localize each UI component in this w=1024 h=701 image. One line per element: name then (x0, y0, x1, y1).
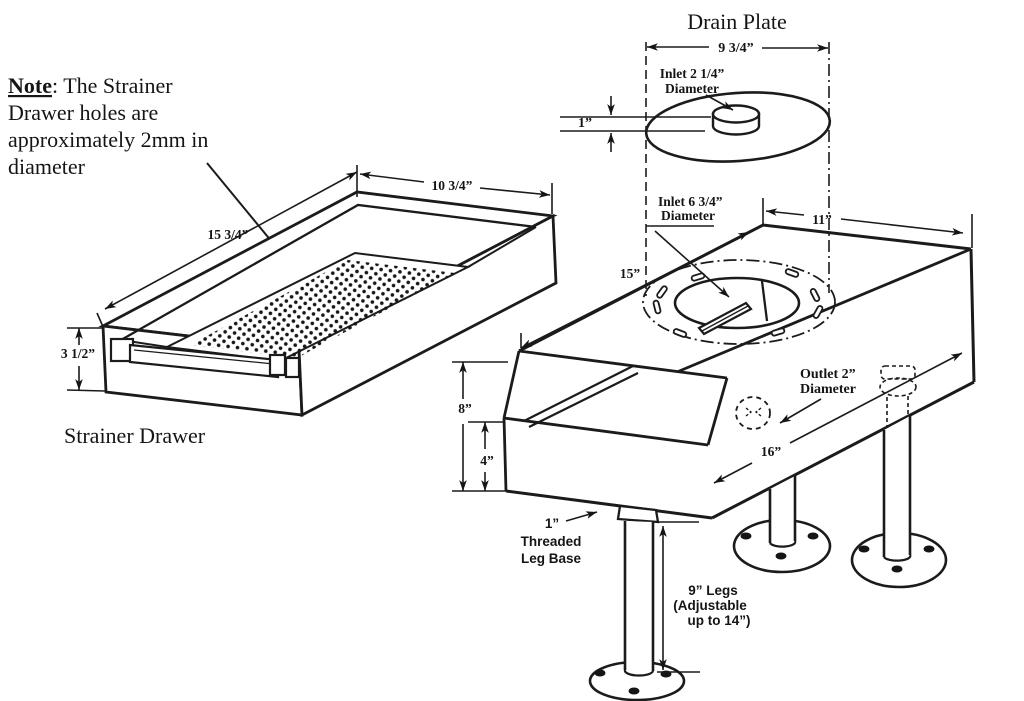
leg-base-callout: 1” Threaded Leg Base (521, 511, 598, 566)
dim-drawer-width: 10 3/4” (359, 171, 553, 214)
strainer-drawer-drawing: 15 3/4” 10 3/4” 3 1/2” Strainer Drawer (61, 165, 558, 448)
note-line-3: approximately 2mm in (8, 127, 208, 152)
legs-label-1: 9” Legs (688, 583, 738, 598)
chute-line-1 (523, 365, 634, 422)
leg-front-left (588, 504, 686, 701)
opening-divider (760, 280, 769, 322)
dim-label: 3 1/2” (61, 346, 95, 361)
slope-top-edge (518, 349, 728, 380)
tank-bottom-right-edge (711, 380, 975, 520)
chute-line-2 (528, 372, 639, 428)
leg-base-label-1: 1” (545, 516, 559, 531)
dim-tank-width: 11” (762, 198, 973, 248)
perforation-holes (190, 260, 455, 358)
dim-label: 11” (812, 212, 832, 227)
bolt-hole (923, 545, 935, 553)
note-line-4: diameter (8, 154, 86, 179)
bolt-hole (858, 545, 870, 553)
dim-label: 16” (761, 444, 782, 459)
drain-plate-drawing: 1” 9 3/4” Inlet 2 1/4” Diameter Drain Pl… (560, 9, 832, 296)
bolt-hole (891, 565, 903, 573)
drain-plate-title: Drain Plate (687, 9, 787, 34)
dim-tank-lower-height: 4” (468, 421, 503, 491)
plate-inlet-label-1: Inlet 2 1/4” (660, 66, 725, 81)
inlet-opening (673, 276, 801, 330)
tank-bottom-left-edge (505, 489, 713, 520)
bolt-hole (594, 669, 606, 677)
leg-base-label-2: Threaded (521, 534, 582, 549)
outlet-callout: Outlet 2” Diameter (735, 367, 856, 430)
dim-label: 15” (620, 266, 641, 281)
leg-base-label-3: Leg Base (521, 551, 582, 566)
dim-label: 10 3/4” (432, 178, 473, 193)
dim-tank-length: 15” (520, 231, 750, 349)
tank-inlet-label-1: Inlet 6 3/4” (658, 194, 723, 209)
tank-left-edge (502, 417, 508, 492)
legs-label-3: up to 14”) (688, 613, 751, 628)
leg-base-arrow (565, 511, 598, 522)
bolt-hole (775, 552, 787, 560)
drawer-handle (109, 337, 301, 379)
dim-drawer-height: 3 1/2” (61, 327, 106, 392)
tank-right-edge (969, 248, 976, 383)
tank-inlet-label-2: Diameter (661, 208, 715, 223)
dim-drawer-length: 15 3/4” (96, 165, 358, 330)
threaded-leg-base (616, 504, 660, 524)
dim-label: 8” (458, 401, 472, 416)
plate-inlet-label-2: Diameter (665, 81, 719, 96)
dim-label: 9 3/4” (718, 41, 753, 56)
dim-leg-height (657, 521, 700, 673)
plate-inlet-arrow (705, 94, 734, 111)
strainer-drawer-label: Strainer Drawer (64, 423, 206, 448)
dim-plate-thickness: 1” (578, 116, 592, 131)
leg-middle (732, 476, 832, 574)
dim-label: 15 3/4” (208, 227, 249, 242)
dim-label: 4” (480, 453, 494, 468)
tank-drawing: Inlet 6 3/4” Diameter 15” 11” 8” (452, 194, 976, 520)
inlet-fitting (711, 104, 761, 136)
note-line-1: Note: The Strainer (8, 73, 173, 98)
outlet-hole (735, 396, 771, 430)
note-block: Note: The Strainer Drawer holes are appr… (8, 73, 315, 294)
bolt-hole (628, 687, 640, 695)
slope-right-edge (706, 377, 729, 446)
dim-tank-depth: 16” (713, 352, 963, 484)
bolt-hole (807, 532, 819, 540)
leg-right (850, 416, 948, 589)
note-line-2: Drawer holes are (8, 100, 158, 125)
bolt-hole (740, 532, 752, 540)
outlet-arrow (779, 398, 822, 424)
tank-top-front-edge (676, 247, 972, 374)
outlet-label-2: Diameter (800, 382, 856, 397)
legs-label-2: (Adjustable (673, 598, 747, 613)
slope-fold-edge (503, 416, 709, 447)
outlet-label-1: Outlet 2” (800, 367, 856, 382)
legs-drawing: 9” Legs (Adjustable up to 14”) 1” Thread… (521, 416, 948, 701)
dim-tank-height: 8” (452, 361, 509, 492)
dim-plate-width: 9 3/4” (647, 41, 828, 56)
